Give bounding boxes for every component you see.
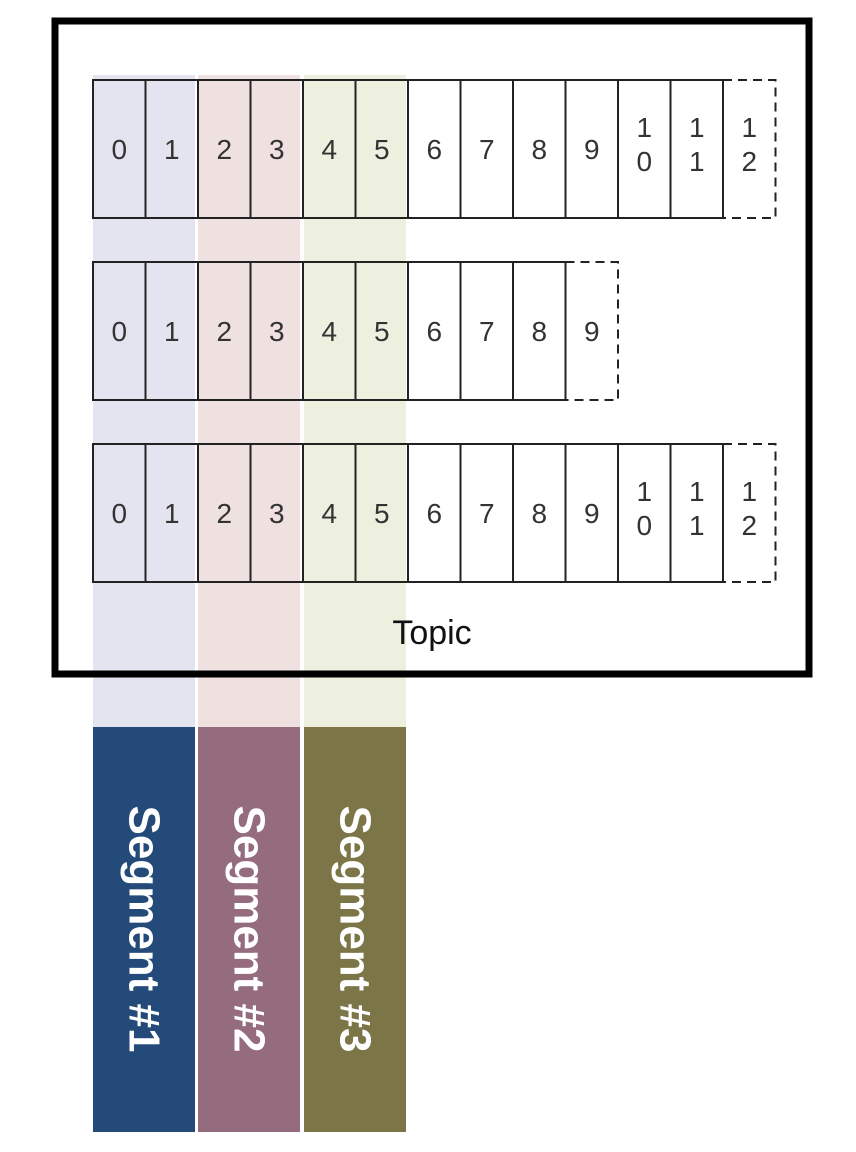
offset-label: 4 <box>321 498 337 529</box>
offset-label: 8 <box>531 134 547 165</box>
offset-label: 6 <box>426 134 442 165</box>
offset-label: 0 <box>111 316 127 347</box>
next-offset-cell <box>564 261 619 401</box>
offset-label: 3 <box>269 134 285 165</box>
offset-label: 9 <box>584 498 600 529</box>
offset-label: 7 <box>479 498 495 529</box>
offset-label: 9 <box>584 316 600 347</box>
offset-label: 6 <box>426 498 442 529</box>
segment-1-box <box>93 727 195 1132</box>
offset-label: 5 <box>374 316 390 347</box>
offset-label: 3 <box>269 498 285 529</box>
next-offset-cell <box>722 443 777 583</box>
topic-frame <box>51 17 813 678</box>
offset-cell <box>512 261 567 401</box>
offset-cell <box>669 79 724 219</box>
offset-label: 1 <box>164 134 180 165</box>
offset-label: 0 <box>111 134 127 165</box>
offset-label: 7 <box>479 316 495 347</box>
segment-boxes: Segment #1 Segment #2 Segment #3 <box>93 727 406 1132</box>
next-offset-cell <box>722 79 777 219</box>
partition-row: 0 1 2 3 4 5 6 7 8 9 <box>92 261 619 401</box>
offset-label: 6 <box>426 316 442 347</box>
segment-2-box <box>198 727 300 1132</box>
topic-label: Topic <box>392 614 471 652</box>
offset-label: 4 <box>321 134 337 165</box>
offset-label: 4 <box>321 316 337 347</box>
offset-label: 0 <box>111 498 127 529</box>
offset-label: 7 <box>479 134 495 165</box>
offset-label: 1 <box>164 316 180 347</box>
offset-cell <box>669 443 724 583</box>
segment-2-label: Segment #2 <box>225 806 274 1053</box>
segment-3-box <box>304 727 406 1132</box>
offset-label: 5 <box>374 134 390 165</box>
offset-label: 2 <box>216 134 232 165</box>
offset-label: 8 <box>531 316 547 347</box>
offset-label: 9 <box>584 134 600 165</box>
offset-label: 3 <box>269 316 285 347</box>
offset-label: 1 <box>164 498 180 529</box>
offset-label: 2 <box>216 498 232 529</box>
offset-label: 2 <box>216 316 232 347</box>
offset-label: 5 <box>374 498 390 529</box>
segment-3-label: Segment #3 <box>331 806 380 1053</box>
offset-label: 8 <box>531 498 547 529</box>
segment-1-label: Segment #1 <box>120 806 169 1053</box>
